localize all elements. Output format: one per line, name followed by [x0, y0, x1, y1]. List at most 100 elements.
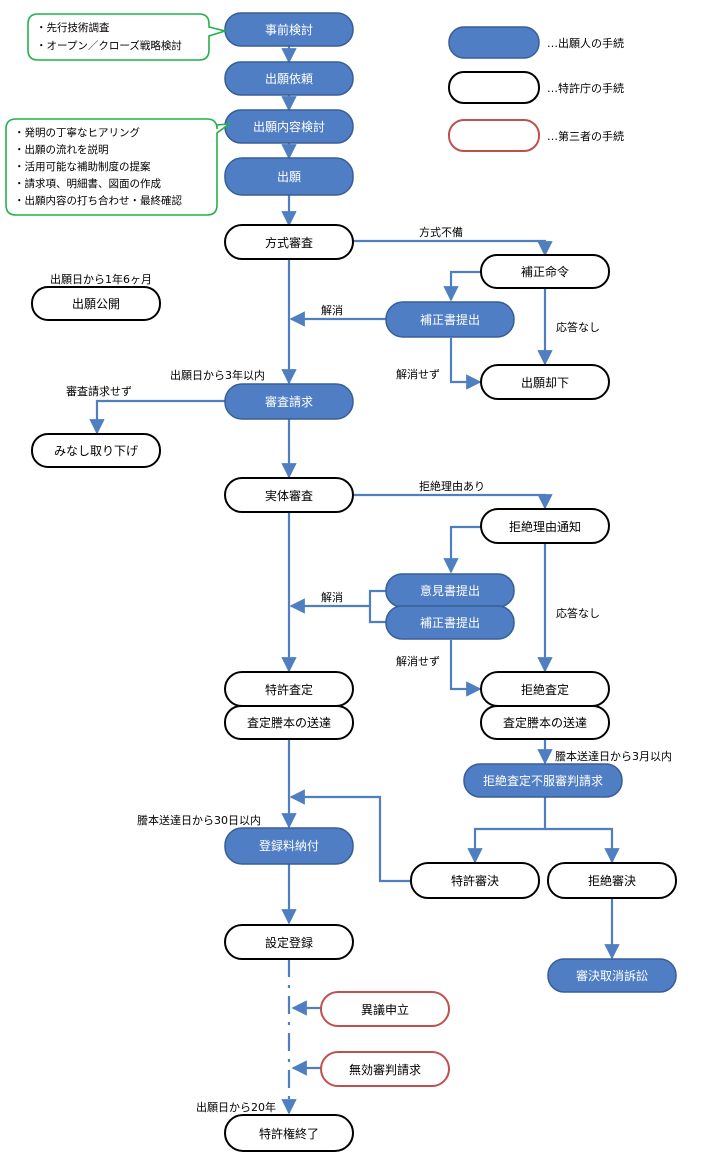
label-exam-request-period: 出願日から3年以内 [170, 368, 265, 382]
node-n10-label: 審査請求 [265, 394, 313, 409]
label-unresolved-1: 解消せず [396, 367, 440, 381]
legend-swatch-office [448, 71, 540, 104]
node-n3-label: 出願内容検討 [253, 119, 325, 134]
node-n26-label: 異議申立 [361, 1002, 409, 1017]
node-n8: 出願却下 [480, 364, 610, 400]
arrow-n20-split [467, 797, 547, 864]
legend-office-label: …特許庁の手続 [547, 81, 624, 95]
arrow-n13-n14 [443, 525, 483, 574]
node-n11-label: みなし取り下げ [54, 444, 138, 458]
node-n16: 特許査定 [224, 671, 354, 707]
node-n1-label: 事前検討 [265, 22, 313, 37]
label-resolved-2: 解消 [321, 590, 343, 604]
node-n3: 出願内容検討 [224, 109, 354, 144]
connectors [89, 45, 620, 1115]
node-n26: 異議申立 [320, 991, 450, 1027]
node-n25: 審決取消訴訟 [547, 958, 677, 993]
note-content-line-2: ・出願の流れを説明 [14, 143, 109, 156]
label-appeal-period: 謄本送達日から3月以内 [555, 749, 672, 763]
nodes: 事前検討 出願依頼 出願内容検討 出願 補正書提出 審査請求 意見書提出 補正書… [31, 12, 677, 1152]
node-n20: 拒絶査定不服審判請求 [463, 763, 623, 798]
node-n21-label: 登録料納付 [259, 838, 319, 853]
node-n20-label: 拒絶査定不服審判請求 [483, 773, 603, 788]
node-n7-label: 補正書提出 [420, 312, 480, 327]
node-n19-label: 査定謄本の送達 [503, 715, 587, 730]
legend: …出願人の手続 …特許庁の手続 …第三者の手続 [448, 26, 624, 152]
node-n5-label: 方式審査 [265, 235, 313, 250]
note-content-line-4: ・請求項、明細書、図面の作成 [14, 177, 161, 190]
note-content-line-3: ・活用可能な補助制度の提案 [14, 160, 151, 173]
note-pre-study-line-2: ・オープン／クローズ戦略検討 [36, 39, 182, 52]
label-no-response-2: 応答なし [556, 606, 600, 620]
label-term-end: 出願日から20年 [196, 1100, 276, 1114]
node-n28: 特許権終了 [224, 1114, 354, 1152]
node-n14-label: 意見書提出 [420, 583, 480, 598]
label-format-deficiency: 方式不備 [419, 225, 463, 239]
node-n9: 出願公開 [31, 286, 161, 321]
node-n10: 審査請求 [224, 383, 354, 420]
node-n23-label: 拒絶審決 [588, 873, 636, 888]
node-n27-label: 無効審判請求 [349, 1062, 421, 1077]
node-n17-label: 拒絶査定 [521, 682, 569, 697]
label-no-response-1: 応答なし [556, 320, 600, 334]
note-pre-study: ・先行技術調査 ・オープン／クローズ戦略検討 [27, 13, 228, 61]
label-unresolved-2: 解消せず [396, 654, 440, 668]
arrow-n14-n15-main [368, 589, 386, 624]
legend-swatch-applicant [448, 26, 540, 59]
arrow-n10-n11 [89, 399, 225, 435]
node-n21: 登録料納付 [224, 827, 354, 865]
node-n23: 拒絶審決 [547, 862, 677, 899]
arrow-n5-n6 [352, 239, 553, 257]
note-content-study: ・発明の丁寧なヒアリング ・出願の流れを説明 ・活用可能な補助制度の提案 ・請求… [5, 118, 232, 216]
legend-third-party-label: …第三者の手続 [547, 129, 624, 143]
label-fee-period: 謄本送達日から30日以内 [137, 813, 261, 827]
arrow-n6-n7 [443, 270, 483, 302]
node-n5: 方式審査 [224, 224, 354, 260]
node-n25-label: 審決取消訴訟 [576, 968, 648, 983]
note-pre-study-line-1: ・先行技術調査 [36, 21, 110, 34]
node-n4: 出願 [224, 157, 354, 196]
node-n1: 事前検討 [224, 12, 354, 47]
node-n7: 補正書提出 [385, 301, 515, 338]
node-n15: 補正書提出 [385, 605, 515, 640]
note-content-line-5: ・出願内容の打ち合わせ・最終確認 [14, 194, 182, 207]
node-n2: 出願依頼 [224, 61, 354, 96]
node-n24-label: 設定登録 [265, 935, 313, 950]
label-no-exam-request: 審査請求せず [66, 384, 132, 398]
note-content-line-1: ・発明の丁寧なヒアリング [14, 126, 140, 139]
node-n13: 拒絶理由通知 [480, 508, 610, 544]
edge-labels: 方式不備 解消 応答なし 解消せず 出願日から1年6ヶ月 出願日から3年以内 審… [50, 225, 672, 1114]
node-n13-label: 拒絶理由通知 [509, 519, 581, 534]
node-n27: 無効審判請求 [320, 1051, 450, 1087]
node-n11: みなし取り下げ [31, 433, 161, 468]
arrow-n7-n8 [449, 338, 482, 390]
node-n18: 査定謄本の送達 [224, 705, 354, 740]
node-n18-label: 査定謄本の送達 [247, 715, 331, 730]
label-resolved-1: 解消 [321, 303, 343, 317]
legend-swatch-third-party [448, 119, 540, 152]
node-n15-label: 補正書提出 [420, 615, 480, 630]
arrow-n12-n13 [352, 493, 553, 510]
node-n2-label: 出願依頼 [265, 71, 313, 86]
node-n19: 査定謄本の送達 [480, 705, 610, 740]
node-n12-label: 実体審査 [265, 488, 313, 503]
node-n16-label: 特許査定 [265, 682, 313, 697]
node-n9-label: 出願公開 [72, 297, 120, 311]
node-n6-label: 補正命令 [521, 264, 569, 279]
node-n17: 拒絶査定 [480, 671, 610, 707]
node-n28-label: 特許権終了 [259, 1126, 319, 1141]
node-n14: 意見書提出 [385, 573, 515, 608]
node-n8-label: 出願却下 [521, 376, 569, 390]
node-n22-label: 特許審決 [451, 873, 499, 888]
label-rejection-reason: 拒絶理由あり [419, 479, 485, 493]
label-publication-period: 出願日から1年6ヶ月 [50, 272, 152, 286]
node-n4-label: 出願 [277, 170, 301, 184]
node-n22: 特許審決 [410, 862, 540, 899]
node-n6: 補正命令 [480, 254, 610, 289]
arrow-n22-main [289, 789, 411, 883]
arrow-n20-n23 [545, 827, 620, 864]
legend-applicant-label: …出願人の手続 [547, 36, 624, 50]
node-n12: 実体審査 [224, 477, 354, 513]
arrow-n15-n17 [449, 640, 482, 697]
